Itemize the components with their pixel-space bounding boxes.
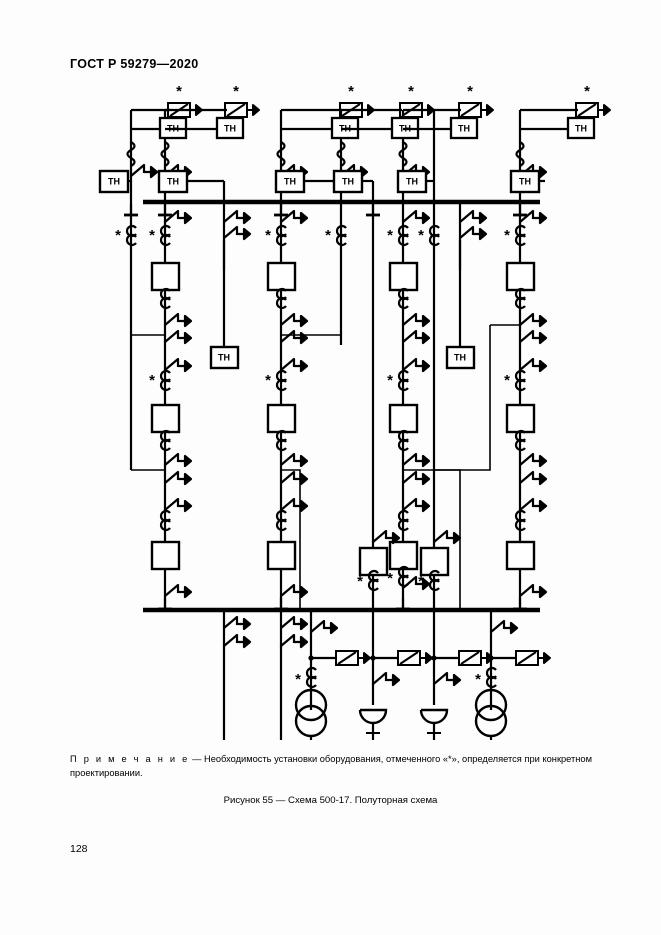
vt-label: ТН — [108, 176, 120, 186]
asterisk-marker: * — [149, 372, 155, 389]
asterisk-marker: * — [357, 573, 363, 590]
transformer-feeder-1: * — [294, 610, 371, 740]
asterisk-marker: * — [418, 573, 424, 590]
asterisk-marker: * — [504, 372, 510, 389]
cross-connections — [131, 324, 520, 610]
asterisk-marker: * — [475, 671, 481, 688]
single-line-diagram: * ТН * ТН * — [98, 83, 611, 740]
asterisk-marker: * — [149, 227, 155, 244]
vt-label: ТН — [458, 123, 470, 133]
shunt-reactor-symbol — [358, 708, 388, 725]
asterisk-marker: * — [387, 372, 393, 389]
vt-bus-connections: ТН ТН ТН ТН ТН ТН — [98, 169, 545, 202]
vt-label: ТН — [575, 123, 587, 133]
vt-label: ТН — [342, 176, 354, 186]
circuit-breaker — [150, 540, 181, 571]
vt-label: ТН — [406, 176, 418, 186]
standard-header: ГОСТ Р 59279—2020 — [70, 57, 199, 71]
circuit-breaker — [388, 540, 419, 571]
vt-box-arm-2 — [215, 116, 245, 140]
vt-label: ТН — [284, 176, 296, 186]
asterisk-marker: * — [467, 83, 473, 100]
line-entry-5: * ТН — [398, 83, 494, 179]
circuit-breaker — [505, 540, 536, 571]
bottom-feeder-tie-2: ТН — [279, 610, 309, 740]
asterisk-marker: * — [387, 570, 393, 587]
asterisk-marker: * — [233, 83, 239, 100]
transformer-winding-hv — [474, 688, 508, 722]
circuit-breaker — [266, 540, 297, 571]
vt-label: ТН — [224, 123, 236, 133]
asterisk-marker: * — [348, 83, 354, 100]
circuit-breaker — [150, 261, 181, 292]
asterisk-marker: * — [418, 227, 424, 244]
vt-box-arm-6 — [566, 116, 596, 140]
mid-ct-markers: * * * — [115, 224, 441, 247]
asterisk-marker: * — [176, 83, 182, 100]
circuit-breaker — [266, 261, 297, 292]
note-block: П р и м е ч а н и е — Необходимость уста… — [70, 752, 592, 781]
bay-string-4: * * — [265, 209, 309, 599]
circuit-breaker — [419, 546, 450, 577]
figure-55-schematic: * ТН * ТН * — [0, 80, 661, 740]
asterisk-marker: * — [387, 227, 393, 244]
asterisk-marker: * — [584, 83, 590, 100]
circuit-breaker — [388, 403, 419, 434]
asterisk-marker: * — [408, 83, 414, 100]
asterisk-marker: * — [265, 372, 271, 389]
circuit-breaker — [358, 546, 389, 577]
reactor-feeder-2 — [419, 610, 494, 740]
vt-label: ТН — [218, 352, 230, 362]
shunt-reactor-symbol — [419, 708, 449, 725]
vt-box-arm-5 — [449, 116, 479, 140]
circuit-breaker — [388, 261, 419, 292]
circuit-breaker — [505, 261, 536, 292]
bottom-bus-earthing — [156, 596, 529, 611]
bay-tie-9: ТН — [445, 209, 488, 370]
circuit-breaker — [266, 403, 297, 434]
asterisk-marker: * — [265, 227, 271, 244]
bay-string-7: * * * — [387, 209, 431, 591]
vt-label: ТН — [167, 176, 179, 186]
page-number: 128 — [70, 843, 88, 855]
asterisk-marker: * — [504, 227, 510, 244]
bottom-feeder-tie-1: ТН — [222, 610, 252, 740]
line-entry-6: * ТН — [515, 83, 611, 179]
figure-caption: Рисунок 55 — Схема 500-17. Полуторная сх… — [223, 795, 438, 806]
transformer-winding-hv — [294, 688, 328, 722]
lower-bay-switches: * * — [357, 529, 462, 592]
circuit-breaker — [505, 403, 536, 434]
bay-tie-3: ТН — [209, 209, 252, 370]
asterisk-marker: * — [115, 227, 121, 244]
asterisk-marker: * — [325, 227, 331, 244]
bay-string-10: * * — [504, 209, 548, 599]
note-lead-word: П р и м е ч а н и е — [70, 754, 190, 764]
reactor-feeder-1 — [358, 610, 433, 740]
note-body: — Необходимость установки оборудования, … — [70, 754, 592, 779]
circuit-breaker — [150, 403, 181, 434]
line-entry-2: * ТН — [160, 83, 260, 179]
vt-label: ТН — [454, 352, 466, 362]
asterisk-marker: * — [295, 671, 301, 688]
transformer-feeder-2: * — [474, 610, 551, 740]
bay-string-2: * * — [149, 209, 193, 599]
vt-label: ТН — [519, 176, 531, 186]
